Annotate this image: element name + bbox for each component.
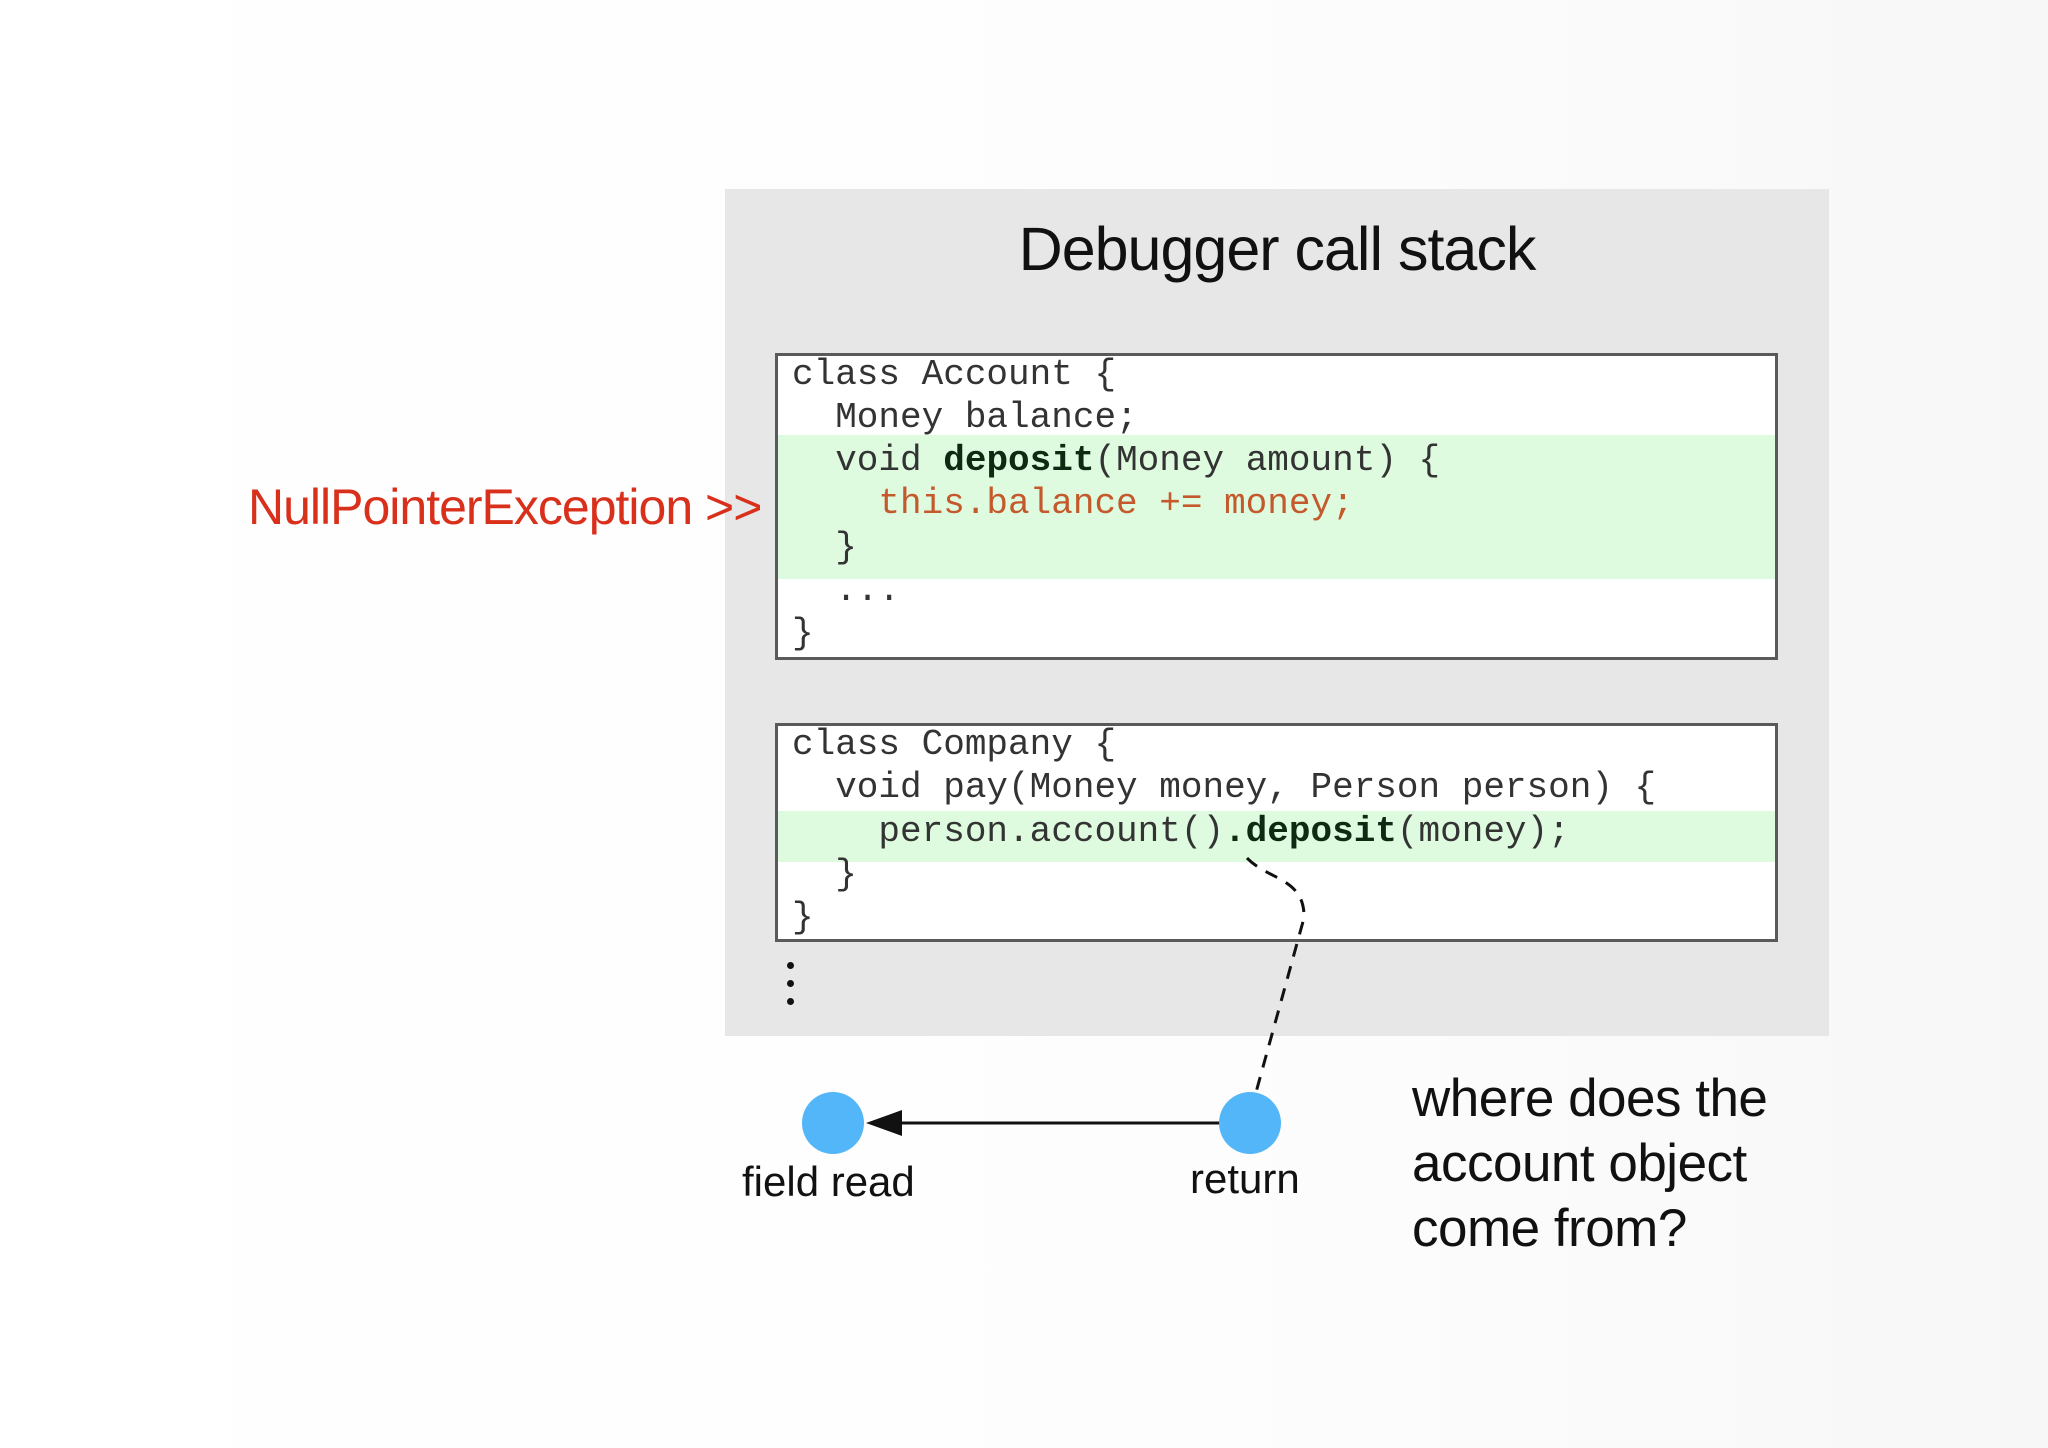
code-token: (Money amount) { — [1094, 440, 1441, 481]
code-line: class Company { — [792, 724, 1117, 765]
stack-frame-account: class Account { Money balance; void depo… — [775, 353, 1778, 660]
exception-label: NullPointerException >> — [248, 479, 762, 535]
code-line: void pay(Money money, Person person) { — [792, 767, 1657, 808]
node-field-read — [802, 1092, 864, 1154]
code-token: person.account() — [792, 811, 1225, 852]
code-line: void deposit(Money amount) { — [792, 439, 1440, 482]
question-annotation: where does the account object come from? — [1412, 1066, 1768, 1261]
node-label-return: return — [1190, 1155, 1300, 1202]
current-line-highlight — [778, 811, 1775, 862]
code-line: person.account().deposit(money); — [792, 810, 1570, 853]
question-line: where does the — [1412, 1069, 1768, 1128]
code-token: void — [792, 440, 944, 481]
faulting-code-line: this.balance += money; — [792, 483, 1354, 524]
arrowhead — [866, 1110, 902, 1136]
code-line: Money balance; — [792, 397, 1138, 438]
code-line: } — [792, 613, 814, 654]
code-line: } — [792, 854, 857, 895]
method-name-deposit: deposit — [943, 440, 1095, 481]
question-line: account object — [1412, 1134, 1747, 1193]
stack-frame-company: class Company { void pay(Money money, Pe… — [775, 723, 1778, 942]
current-line-highlight — [778, 435, 1775, 579]
method-call-deposit: .deposit — [1224, 811, 1397, 852]
code-line: } — [792, 897, 814, 938]
node-label-field-read: field read — [742, 1158, 915, 1205]
question-line: come from? — [1412, 1199, 1687, 1258]
code-line: class Account { — [792, 354, 1117, 395]
code-ellipsis: ... — [792, 570, 901, 611]
panel-title: Debugger call stack — [1018, 215, 1537, 283]
code-line: } — [792, 527, 857, 568]
more-frames-ellipsis — [787, 962, 799, 1016]
code-token: (money); — [1396, 811, 1570, 852]
node-return — [1219, 1092, 1281, 1154]
